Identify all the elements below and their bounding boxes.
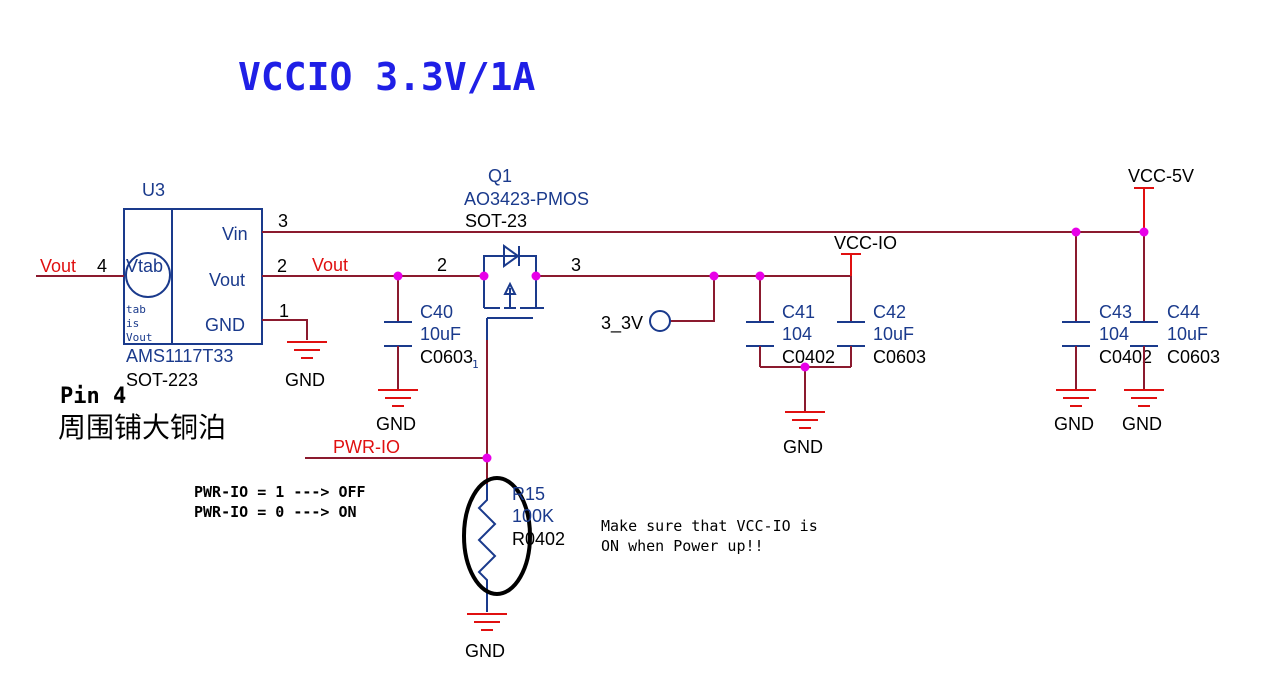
junction-dot	[1071, 227, 1081, 237]
note-pwr-off: PWR-IO = 1 ---> OFF	[194, 483, 366, 501]
q1-pin-gate: 1	[472, 358, 479, 371]
u3-pin-num-vout: 2	[277, 256, 287, 276]
u3-pin-vtab: Vtab	[126, 256, 163, 276]
u3-regulator: U3 Vin Vout GND Vtab tab is Vout AMS1117…	[97, 180, 289, 390]
r15-resistor	[477, 484, 497, 612]
gnd-symbol-u3	[287, 341, 327, 359]
c41-package: C0402	[782, 347, 835, 367]
c40-package: C0603	[420, 347, 473, 367]
r15-value: 100K	[512, 506, 554, 526]
gnd-symbol-c43	[1056, 389, 1096, 407]
u3-pin-num-gnd: 1	[279, 301, 289, 321]
u3-pin-vout: Vout	[209, 270, 245, 290]
schematic-title: VCCIO 3.3V/1A	[238, 55, 536, 99]
port-3v3-circle-icon	[649, 310, 671, 332]
u3-tab-note-2: is	[126, 317, 139, 330]
u3-package: SOT-223	[126, 370, 198, 390]
gnd-symbol-c41-c42	[785, 411, 825, 429]
net-pwr-io: PWR-IO	[333, 437, 400, 457]
q1-ref: Q1	[488, 166, 512, 186]
q1-pin-source: 2	[437, 255, 447, 275]
c40-value: 10uF	[420, 324, 461, 344]
junction-dot	[800, 362, 810, 372]
net-vccio: VCC-IO	[834, 233, 897, 253]
junction-dot	[393, 271, 403, 281]
c40-ref: C40	[420, 302, 453, 322]
note-pin4-line2: 周围铺大铜泊	[58, 411, 226, 444]
c42-package: C0603	[873, 347, 926, 367]
c41-ref: C41	[782, 302, 815, 322]
net-vout-right: Vout	[312, 255, 348, 275]
q1-pmos	[483, 244, 544, 340]
gnd-label-c43: GND	[1054, 414, 1094, 434]
gnd-label-c40: GND	[376, 414, 416, 434]
c43-value: 104	[1099, 324, 1129, 344]
junction-dot	[531, 271, 541, 281]
junction-dot	[479, 271, 489, 281]
gnd-symbol-c40	[378, 389, 418, 407]
junction-dot	[1139, 227, 1149, 237]
u3-pin-vin: Vin	[222, 224, 248, 244]
net-3v3: 3_3V	[601, 313, 643, 334]
note-pin4-line1: Pin 4	[60, 384, 126, 409]
c44-package: C0603	[1167, 347, 1220, 367]
note-pwr-on: PWR-IO = 0 ---> ON	[194, 503, 357, 521]
u3-tab-note-3: Vout	[126, 331, 153, 344]
r15-highlight-circle	[462, 476, 532, 596]
junction-dot	[755, 271, 765, 281]
gnd-symbol-c44	[1124, 389, 1164, 407]
net-vcc5v: VCC-5V	[1128, 166, 1194, 186]
junction-dots	[393, 227, 1149, 463]
c43-ref: C43	[1099, 302, 1132, 322]
r15-ref: R15	[512, 484, 545, 504]
wire-u3-gnd	[262, 319, 308, 340]
u3-part: AMS1117T33	[126, 346, 233, 366]
gnd-label-c44: GND	[1122, 414, 1162, 434]
r15-package: R0402	[512, 529, 565, 549]
junction-dot	[482, 453, 492, 463]
u3-pin-gnd: GND	[205, 315, 245, 335]
u3-tab-note-1: tab	[126, 303, 146, 316]
gnd-symbol-r15	[467, 613, 507, 631]
note-make-sure-2: ON when Power up!!	[601, 537, 764, 555]
c44-value: 10uF	[1167, 324, 1208, 344]
c42-ref: C42	[873, 302, 906, 322]
q1-package: SOT-23	[465, 211, 527, 231]
c44-ref: C44	[1167, 302, 1200, 322]
q1-part: AO3423-PMOS	[464, 189, 589, 209]
c42-value: 10uF	[873, 324, 914, 344]
c41-value: 104	[782, 324, 812, 344]
note-make-sure-1: Make sure that VCC-IO is	[601, 517, 818, 535]
u3-pin-num-tab: 4	[97, 256, 107, 276]
net-vout-left: Vout	[40, 256, 76, 276]
gnd-label-c41-c42: GND	[783, 437, 823, 457]
wire-3v3-port	[670, 276, 715, 322]
vtab-circle-icon	[125, 252, 171, 298]
junction-dot	[709, 271, 719, 281]
gnd-label-u3: GND	[285, 370, 325, 390]
q1-pin-drain: 3	[571, 255, 581, 275]
u3-ref: U3	[142, 180, 165, 200]
gnd-label-r15: GND	[465, 641, 505, 661]
c43-package: C0402	[1099, 347, 1152, 367]
u3-pin-num-vin: 3	[278, 211, 288, 231]
